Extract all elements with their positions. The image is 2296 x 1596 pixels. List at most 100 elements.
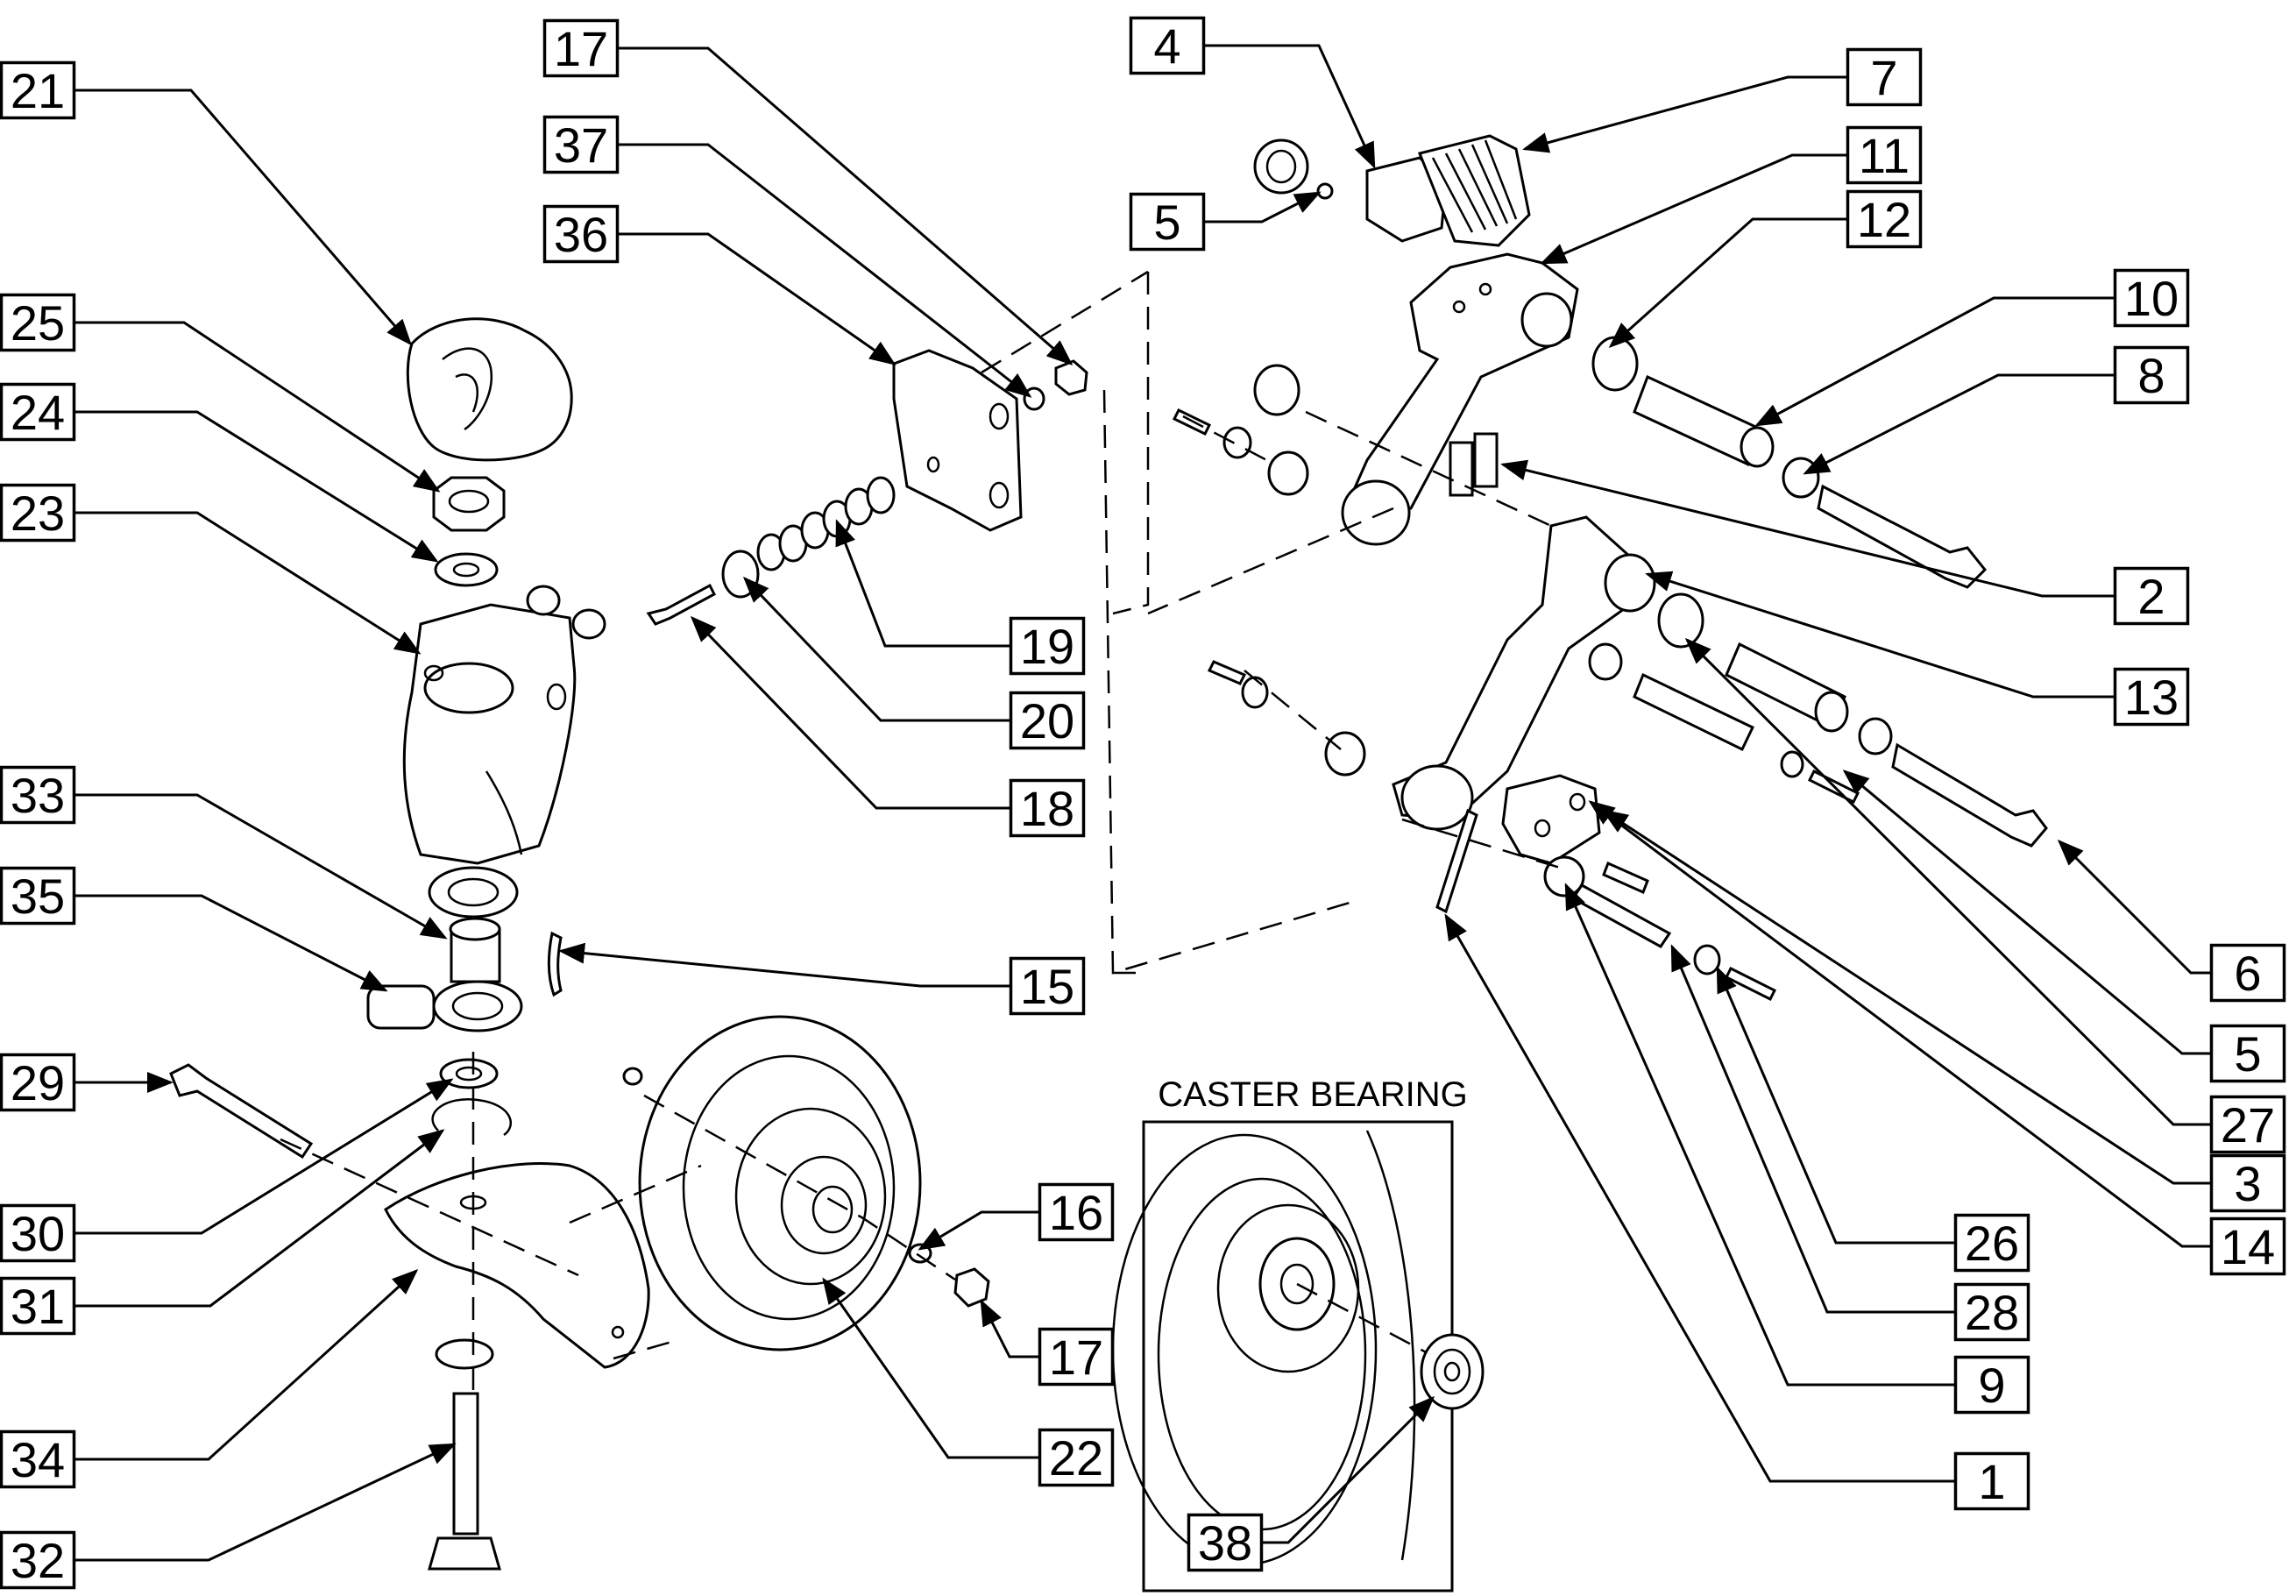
bracket-assembly	[646, 270, 1350, 975]
callout-box	[1038, 1327, 1115, 1387]
callout-number: 33	[11, 768, 65, 823]
callout-number: 22	[1049, 1430, 1103, 1486]
callout-5: 5	[1129, 191, 1322, 252]
callout-leader	[74, 793, 448, 940]
callout-layer: 2125242333352930313432173736192018151617…	[0, 16, 2286, 1590]
callout-leader	[74, 511, 422, 655]
callout-leader	[1204, 191, 1322, 223]
callout-number: 29	[11, 1055, 65, 1110]
callout-leader	[2057, 839, 2211, 975]
callout-22: 22	[822, 1277, 1115, 1487]
callout-box	[1953, 1213, 2030, 1273]
callout-number: 32	[11, 1533, 65, 1588]
part-clip	[547, 931, 563, 997]
callout-box	[2209, 1024, 2286, 1083]
part-spring-bolt	[646, 583, 716, 626]
callout-leader	[1444, 913, 1955, 1483]
callout-box	[0, 293, 76, 352]
callout-leader	[1204, 44, 1376, 169]
callout-leader	[742, 576, 1010, 722]
part-spring-stack	[721, 476, 896, 599]
callout-15: 15	[558, 942, 1086, 1016]
caster-assembly	[169, 317, 990, 1571]
callout-20: 20	[742, 576, 1086, 750]
callout-box	[0, 382, 76, 442]
part-upper-bearing	[428, 866, 519, 919]
callout-number: 1	[1978, 1454, 2005, 1509]
callout-number: 2	[2137, 569, 2165, 624]
callout-number: 26	[1965, 1216, 2019, 1271]
callout-leader	[74, 1078, 454, 1235]
callout-number: 11	[1859, 128, 1910, 183]
callout-box	[1038, 1428, 1115, 1487]
callout-25: 25	[0, 293, 441, 493]
callout-number: 31	[11, 1279, 65, 1334]
callout-31: 31	[0, 1129, 445, 1336]
callout-number: 17	[554, 21, 608, 76]
callout-box	[1953, 1451, 2030, 1511]
part-axle-nut	[953, 1267, 990, 1308]
callout-box	[2113, 268, 2190, 328]
inset-panel: CASTER BEARING	[1111, 1075, 1485, 1592]
part-cotter-pin	[1435, 808, 1478, 914]
part-pivot-bolt	[452, 1392, 479, 1536]
callout-box	[0, 1203, 76, 1263]
callout-30: 30	[0, 1078, 454, 1263]
part-long-bolt	[1817, 484, 1988, 589]
callout-leader	[1522, 75, 1847, 153]
callout-number: 9	[1978, 1358, 2005, 1413]
callout-leader	[1684, 637, 2211, 1126]
part-bracket	[892, 349, 1023, 532]
part-clamp	[1365, 156, 1448, 243]
callout-box	[2209, 943, 2286, 1003]
callout-16: 16	[918, 1182, 1115, 1251]
callout-number: 35	[11, 869, 65, 924]
part-stem-housing	[402, 603, 577, 865]
callout-3: 3	[1601, 809, 2286, 1213]
callout-leader	[74, 1268, 419, 1461]
callout-leader	[74, 321, 441, 493]
callout-7: 7	[1522, 47, 1923, 153]
callout-leader	[1803, 373, 2115, 475]
callout-24: 24	[0, 382, 439, 563]
callout-leader	[918, 1210, 1039, 1251]
callout-leader	[1588, 800, 2211, 1248]
callout-5: 5	[1842, 770, 2286, 1083]
callout-number: 20	[1020, 693, 1074, 748]
callout-leader	[822, 1277, 1039, 1459]
callout-leader	[74, 89, 412, 346]
callout-number: 19	[1020, 619, 1074, 674]
callout-box	[2209, 1095, 2286, 1154]
callout-leader	[74, 1443, 457, 1562]
callout-number: 24	[11, 385, 65, 440]
callout-box	[0, 1530, 76, 1590]
part-caster-bearing	[1420, 1333, 1485, 1410]
callout-leader	[618, 46, 1074, 365]
callout-leader	[74, 1129, 445, 1308]
callout-number: 6	[2234, 946, 2261, 1001]
callout-number: 23	[11, 486, 65, 541]
callout-box	[0, 1429, 76, 1489]
callout-number: 5	[2234, 1026, 2261, 1082]
callout-21: 21	[0, 60, 412, 346]
callout-6: 6	[2057, 839, 2286, 1003]
callout-leader	[1262, 1395, 1435, 1544]
callout-box	[1187, 1513, 1264, 1572]
callout-box	[1009, 956, 1086, 1016]
callout-box	[1953, 1355, 2030, 1415]
part-label-plate	[366, 984, 436, 1030]
callout-32: 32	[0, 1443, 457, 1590]
callout-17: 17	[542, 18, 1074, 365]
callout-8: 8	[1803, 345, 2190, 475]
callout-number: 18	[1020, 781, 1074, 836]
callout-box	[1846, 189, 1923, 249]
callout-box	[1129, 16, 1206, 75]
callout-box	[1846, 125, 1923, 185]
part-washer	[434, 552, 499, 587]
callout-box	[542, 204, 620, 264]
callout-13: 13	[1645, 571, 2190, 727]
callout-number: 28	[1965, 1285, 2019, 1340]
callout-1: 1	[1444, 913, 2030, 1511]
callout-number: 10	[2124, 271, 2179, 326]
callout-leader	[1500, 459, 2115, 598]
